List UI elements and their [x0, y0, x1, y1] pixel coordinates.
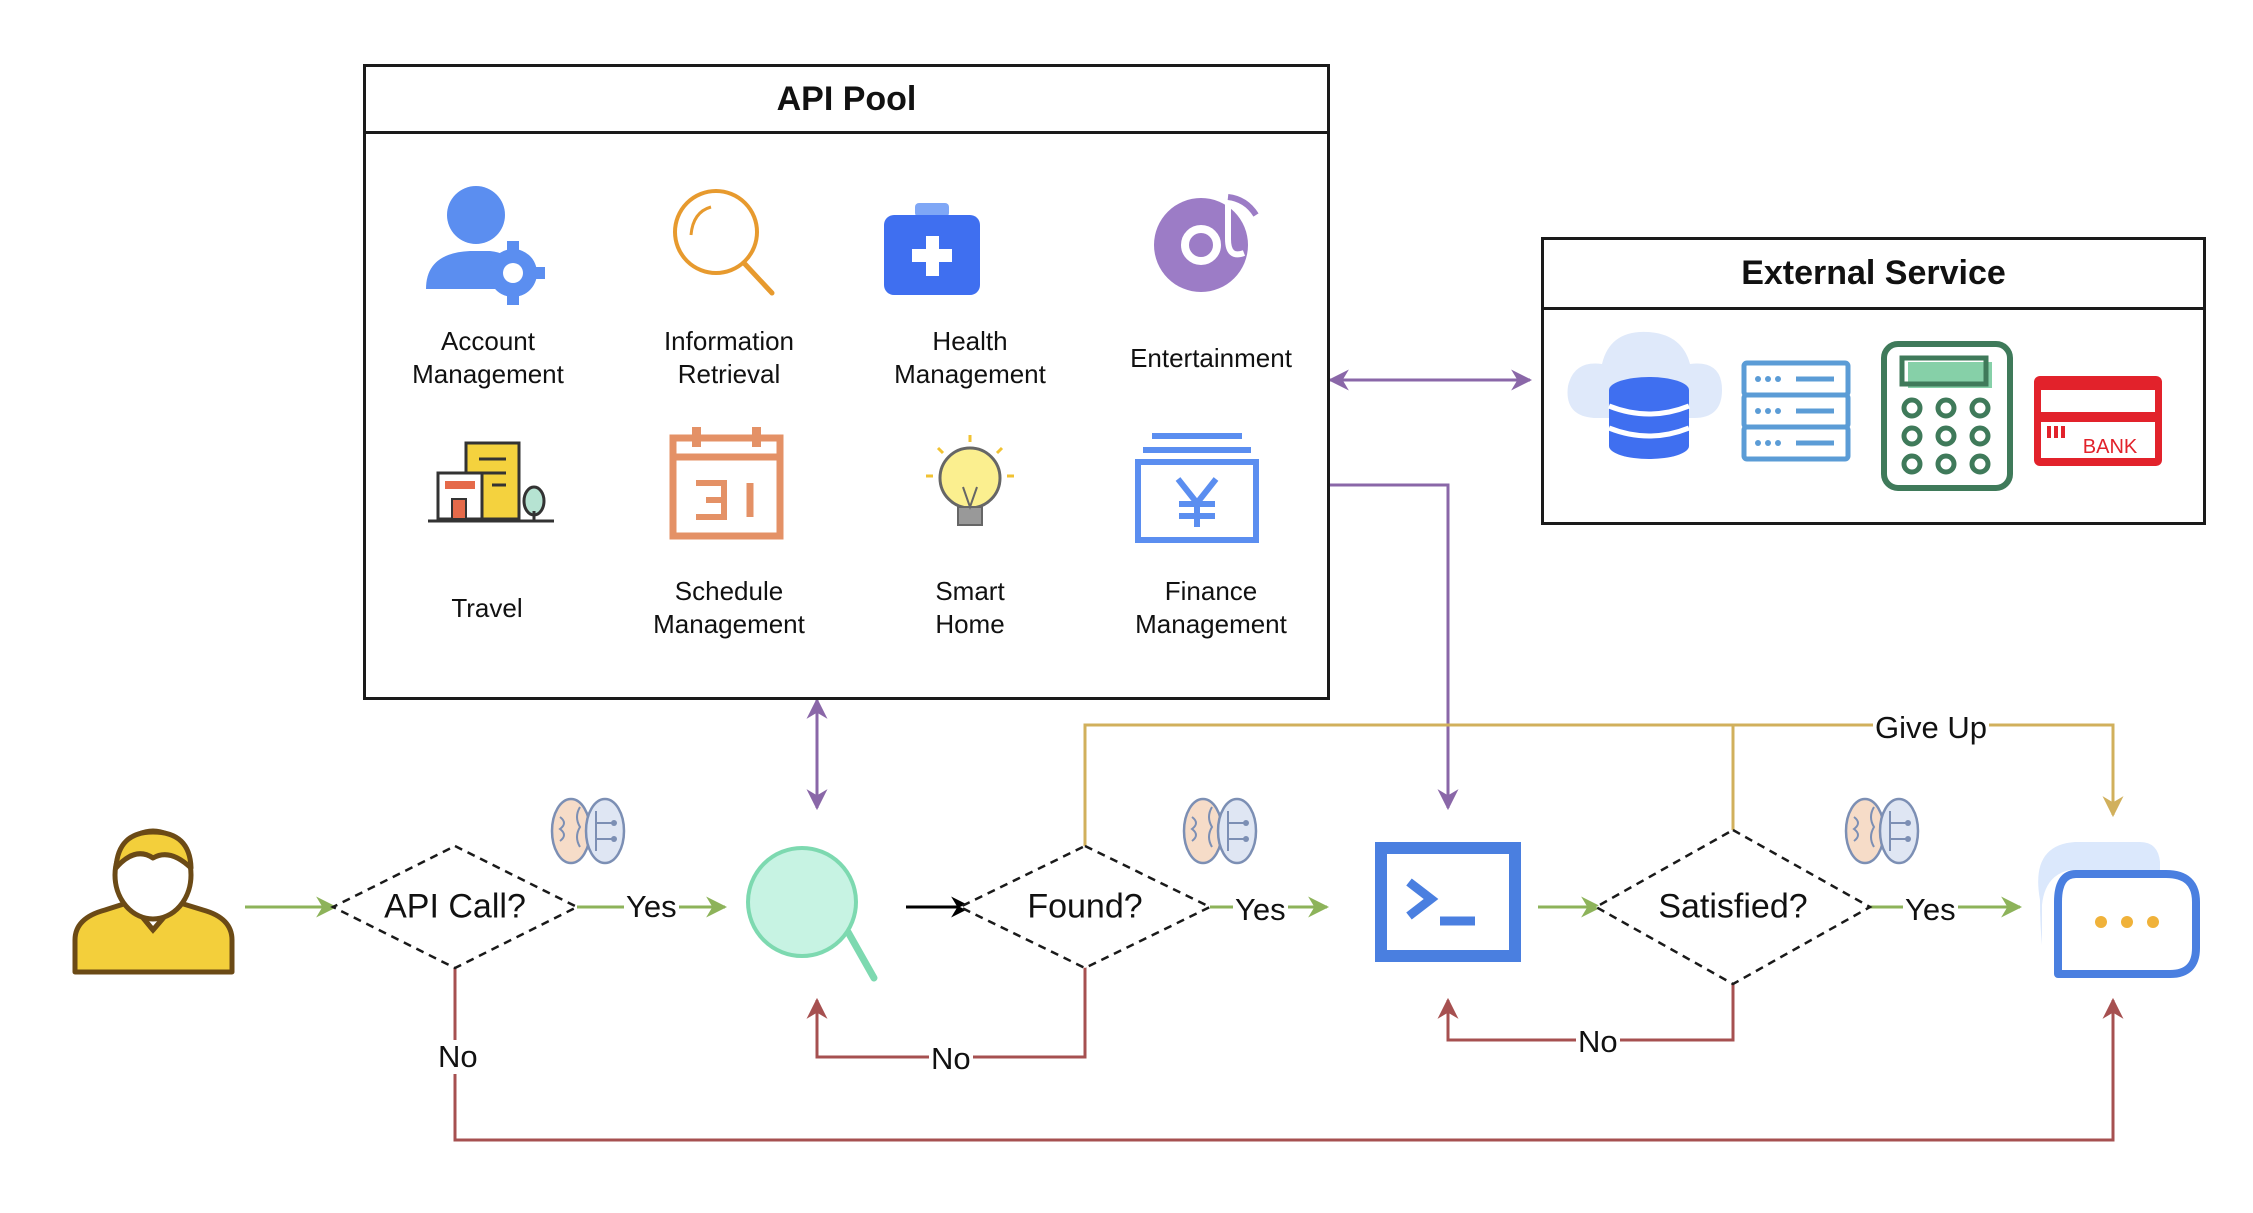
yes-label-satisfied: Yes [1903, 892, 1958, 927]
api-label-schedule-management: Schedule Management [653, 576, 805, 639]
api-pool-title: API Pool [366, 67, 1327, 134]
give-up-path [1083, 723, 2124, 846]
brain-icon [1182, 797, 1258, 865]
search-icon [673, 189, 775, 296]
api-label-entertainment: Entertainment [1130, 343, 1292, 373]
decision-api-call-text: API Call? [384, 887, 526, 926]
no-label-satisfied: No [1576, 1024, 1620, 1059]
bank-card-text: BANK [2083, 436, 2138, 458]
server-icon [1741, 360, 1851, 462]
yen-finance-icon [1135, 433, 1259, 543]
api-label-account-management: Account Management [412, 326, 564, 389]
decision-satisfied-text: Satisfied? [1658, 887, 1808, 926]
brain-icon [1844, 797, 1920, 865]
no-label-found: No [929, 1041, 973, 1076]
yes-label-found: Yes [1233, 892, 1288, 927]
give-up-label: Give Up [1873, 710, 1989, 745]
decision-found [957, 844, 1213, 970]
decision-api-call [330, 844, 580, 970]
external-service-title: External Service [1544, 240, 2203, 310]
api-label-smart-home: Smart Home [935, 576, 1005, 639]
api-label-information-retrieval: Information Retrieval [663, 326, 795, 389]
bank-card-icon: BANK [2034, 376, 2162, 466]
api-label-travel: Travel [451, 593, 523, 623]
api-label-health-management: Health Management [894, 326, 1046, 389]
yes-label-api-call: Yes [624, 889, 679, 924]
chat-bubble-icon [2038, 842, 2200, 978]
terminal-icon [1375, 842, 1521, 962]
external-service-box: External Service [1541, 237, 2206, 525]
decision-found-text: Found? [1027, 887, 1143, 926]
cloud-database-icon [1567, 331, 1722, 459]
buildings-icon [428, 441, 554, 523]
search-tool-icon [746, 846, 878, 982]
calendar-icon [669, 427, 784, 540]
brain-icon [550, 797, 626, 865]
user-icon [72, 828, 235, 975]
api-pool-box: API Pool [363, 64, 1330, 700]
no-label-api-call: No [436, 1039, 480, 1074]
apicall-no-path [453, 966, 2124, 1142]
first-aid-kit-icon [884, 203, 980, 295]
account-management-icon [426, 186, 545, 305]
light-bulb-icon [926, 435, 1014, 526]
external-service-icons: BANK [1567, 331, 2162, 491]
api-label-finance-management: Finance Management [1135, 576, 1287, 639]
calculator-icon [1881, 341, 2013, 491]
pool-terminal-link [1330, 483, 1459, 811]
decision-satisfied [1593, 828, 1873, 986]
music-disc-icon [1154, 194, 1259, 292]
api-pool-icons [426, 186, 1259, 543]
